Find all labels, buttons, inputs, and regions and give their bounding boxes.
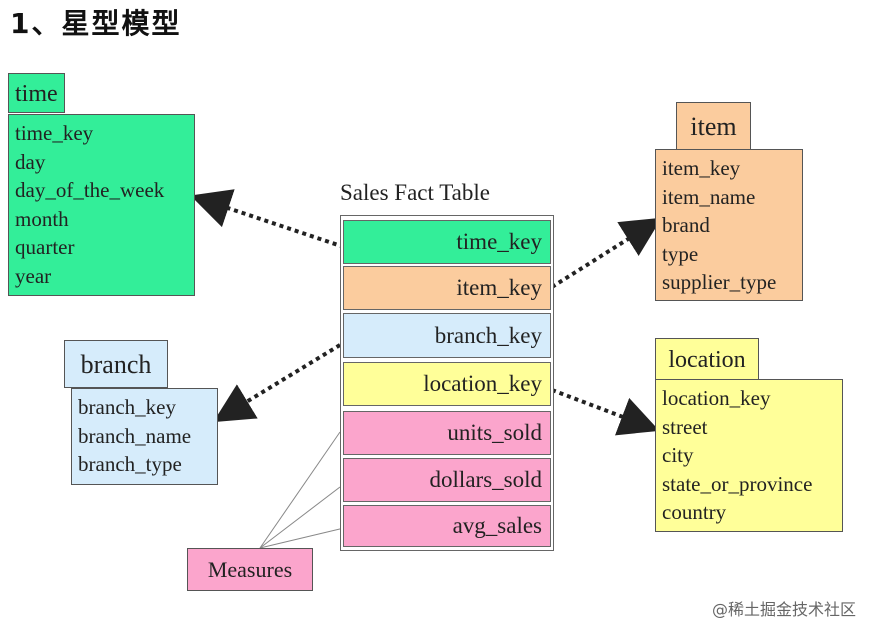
time-table: time_key day day_of_the_week month quart… xyxy=(8,114,195,296)
fact-row-units-sold: units_sold xyxy=(343,411,551,455)
item-field: item_name xyxy=(662,184,756,209)
fact-row-branch-key: branch_key xyxy=(343,313,551,358)
item-field: type xyxy=(662,241,699,266)
fact-row-location-key: location_key xyxy=(343,362,551,406)
fact-row-avg-sales: avg_sales xyxy=(343,505,551,547)
watermark: @稀土掘金技术社区 xyxy=(712,600,857,619)
measures-line-3 xyxy=(259,527,345,549)
time-table-title: time xyxy=(8,73,65,113)
fact-row-time-key: time_key xyxy=(343,220,551,264)
branch-field: branch_key xyxy=(78,395,176,419)
location-field: country xyxy=(662,500,727,524)
item-field: supplier_type xyxy=(662,270,777,294)
location-link xyxy=(551,388,660,436)
location-field: street xyxy=(662,414,708,439)
location-field: location_key xyxy=(662,386,771,410)
measures-line-1 xyxy=(259,431,341,549)
branch-table-title: branch xyxy=(64,340,168,388)
fact-table: time_key item_key branch_key location_ke… xyxy=(340,215,554,551)
location-table: location_key street city state_or_provin… xyxy=(655,379,843,532)
measures-label: Measures xyxy=(187,548,313,591)
item-field: item_key xyxy=(662,156,741,180)
branch-field: branch_type xyxy=(78,452,182,476)
item-link xyxy=(550,217,662,289)
branch-field: branch_name xyxy=(78,423,192,448)
time-field: month xyxy=(15,206,69,231)
branch-table: branch_key branch_name branch_type xyxy=(71,388,218,485)
time-field: day_of_the_week xyxy=(15,178,165,202)
item-field: brand xyxy=(662,213,710,237)
time-field: year xyxy=(15,263,52,288)
location-table-title: location xyxy=(655,338,759,380)
time-field: time_key xyxy=(15,121,94,145)
page-title: 1、星型模型 xyxy=(10,7,182,40)
fact-row-dollars-sold: dollars_sold xyxy=(343,458,551,502)
time-field: day xyxy=(15,149,46,174)
time-link xyxy=(190,189,345,249)
item-table: item_key item_name brand type supplier_t… xyxy=(655,149,803,301)
location-field: city xyxy=(662,443,694,467)
measures-line-2 xyxy=(259,486,341,549)
fact-table-title: Sales Fact Table xyxy=(340,180,490,205)
item-table-title: item xyxy=(676,102,751,150)
fact-row-item-key: item_key xyxy=(343,266,551,310)
location-field: state_or_province xyxy=(662,471,813,496)
branch-link xyxy=(213,343,342,423)
time-field: quarter xyxy=(15,235,75,259)
